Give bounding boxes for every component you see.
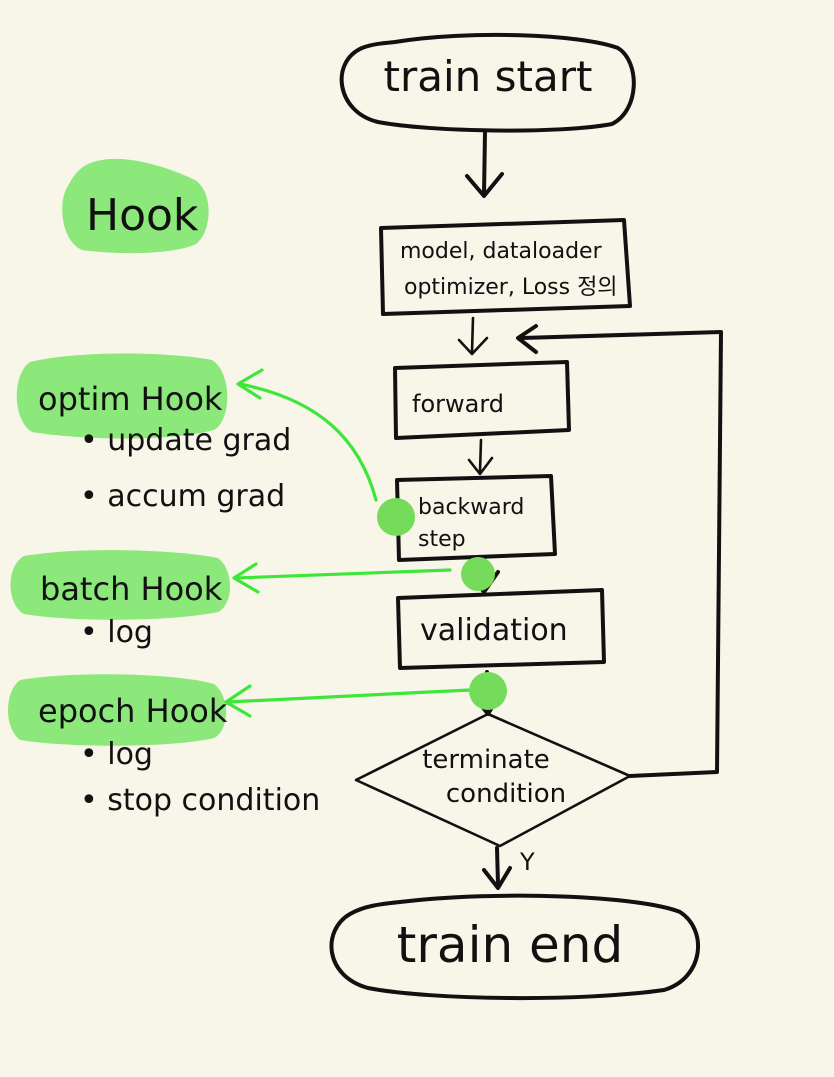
list-bullet: • [80,479,107,514]
epoch-hook-highlight [8,674,226,746]
optim-hook-item-1-text: update grad [107,423,291,458]
backward-label-line2: step [418,527,466,552]
list-bullet: • [80,423,107,458]
arrow-terminate-to-end [495,846,500,886]
batch-hook-item-1: • log [80,615,153,650]
epoch-hook-arrowhead [224,684,252,718]
epoch-hook-dot [469,672,507,710]
arrow-forward-to-backward [478,438,483,474]
yes-edge-label: Y [519,848,535,876]
arrow-start-to-setup [482,130,487,196]
backward-label-line1: backward [418,495,524,520]
train-start-node [339,32,636,133]
hook-heading: Hook [86,190,199,241]
arrowhead-start-to-setup [465,172,504,198]
batch-hook-item-1-text: log [107,615,153,650]
setup-node [379,218,632,316]
validation-node [396,588,606,670]
batch-hook-arrow [234,568,452,580]
list-bullet: • [80,783,107,818]
optim-hook-arrow [238,382,378,502]
epoch-hook-item-1-text: log [107,737,153,772]
epoch-hook-item-1: • log [80,737,153,772]
batch-hook-title: batch Hook [40,570,223,608]
optim-hook-highlight [16,353,228,439]
validation-label: validation [420,613,568,648]
setup-label-line2: optimizer, Loss 정의 [404,275,618,300]
optim-hook-title: optim Hook [38,380,223,418]
list-bullet: • [80,737,107,772]
epoch-hook-item-2-text: stop condition [107,783,320,818]
arrowhead-terminate-to-end [482,866,512,890]
list-bullet: • [80,615,107,650]
terminate-label-line2: condition [446,779,566,809]
epoch-hook-item-2: • stop condition [80,783,320,818]
forward-label: forward [412,390,504,418]
optim-hook-item-2-text: accum grad [107,479,285,514]
train-end-label: train end [397,916,623,974]
arrowhead-setup-to-forward [457,336,489,356]
arrow-setup-to-forward [470,316,475,354]
terminate-condition-node [354,712,632,848]
batch-hook-highlight [10,550,230,620]
setup-label-line1: model, dataloader [400,239,603,264]
loop-back-arrowhead [516,324,538,354]
batch-hook-arrowhead [232,562,260,594]
epoch-hook-title: epoch Hook [38,692,228,730]
arrowhead-forward-to-backward [467,456,494,476]
terminate-label-line1: terminate [422,745,550,775]
optim-hook-dot [377,498,415,536]
train-end-node [329,893,701,1001]
hook-heading-highlight [62,158,209,254]
optim-hook-item-1: • update grad [80,423,291,458]
train-start-label: train start [384,52,593,101]
forward-node [393,360,571,440]
optim-hook-arrowhead [236,368,264,400]
optim-hook-item-2: • accum grad [80,479,285,514]
epoch-hook-arrow [226,688,472,704]
batch-hook-dot [461,557,495,591]
loop-back-line [520,330,723,778]
